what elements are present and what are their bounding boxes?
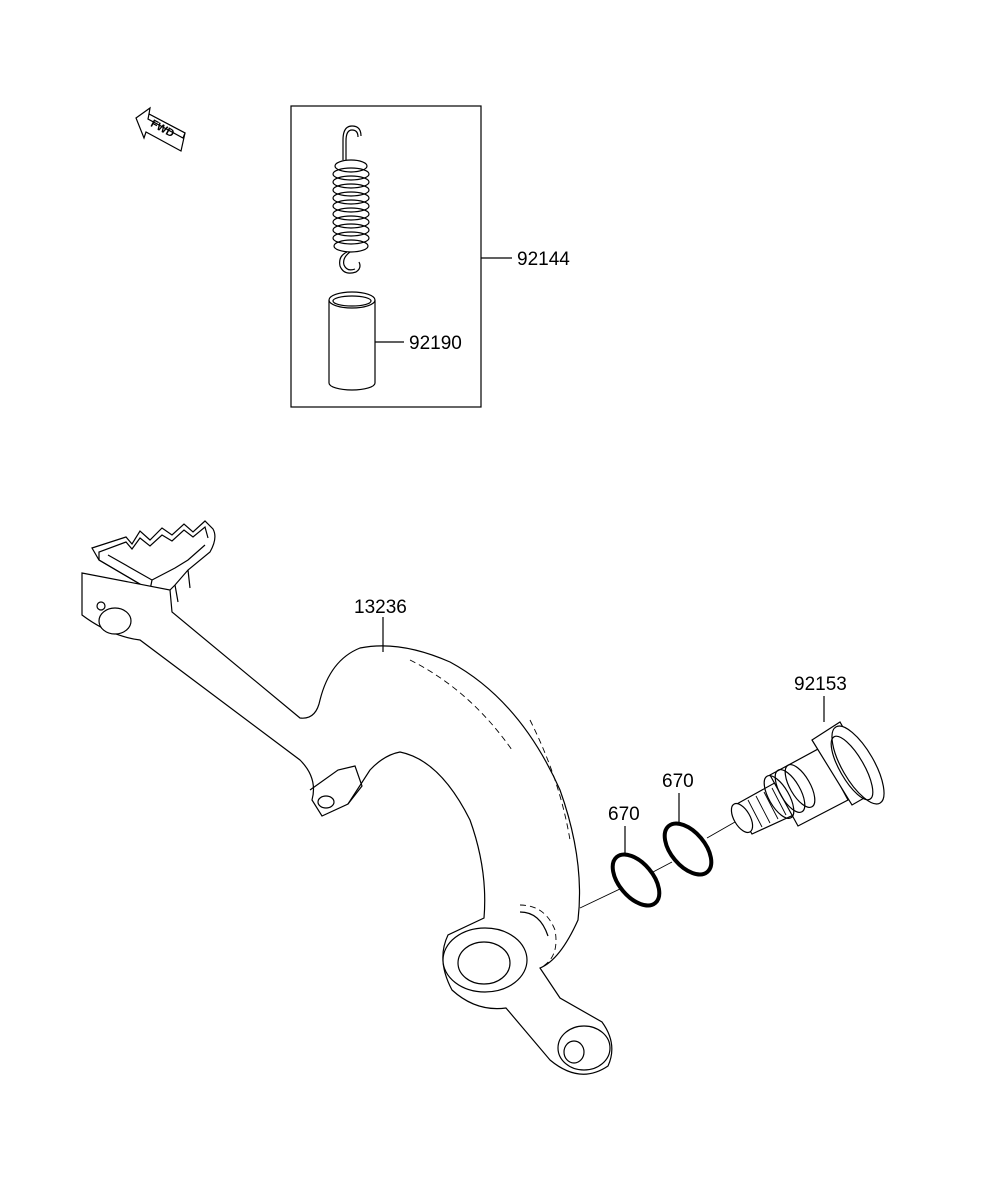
fwd-arrow-icon: FWD — [135, 106, 186, 152]
part-number-13236: 13236 — [354, 597, 407, 618]
part-number-670-right: 670 — [662, 771, 694, 792]
sleeve — [328, 291, 404, 391]
o-ring-left — [610, 826, 662, 908]
spring — [332, 125, 370, 274]
brake-pedal — [81, 520, 613, 1075]
part-number-92190: 92190 — [409, 333, 462, 354]
part-number-670-left: 670 — [608, 804, 640, 825]
spring-kit-box — [290, 105, 512, 408]
pivot-bolt — [730, 696, 885, 835]
part-number-92153: 92153 — [794, 674, 847, 695]
part-number-92144: 92144 — [517, 249, 570, 270]
o-ring-right — [662, 793, 714, 877]
